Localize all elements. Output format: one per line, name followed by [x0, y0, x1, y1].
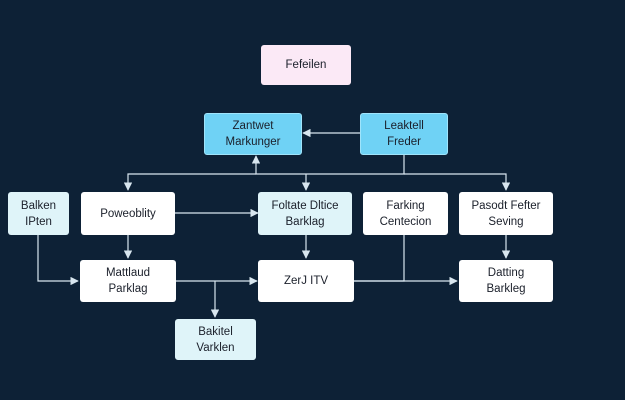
node-label: Barklag: [285, 215, 325, 228]
node-label: Seving: [488, 215, 524, 228]
edge-balken-mattlaud: [37, 235, 79, 286]
edge-leaktell-bus: [251, 155, 405, 175]
node-farking: Farking Centecion: [363, 192, 448, 235]
node-label: Leaktell: [384, 120, 424, 132]
node-poweoblity: Poweoblity: [81, 192, 175, 235]
node-label: Fefeilen: [285, 59, 327, 71]
edge-bus-poweoblity: [123, 173, 256, 191]
node-label: Barkleg: [486, 283, 526, 295]
node-label: Pasodt Fefter: [471, 199, 541, 212]
node-foltate: Foltate Dltice Barklag: [258, 192, 352, 235]
node-label: Centecion: [379, 215, 432, 228]
node-bakitel: Bakitel Varklen: [175, 319, 256, 360]
node-label: Balken: [20, 199, 57, 212]
node-label: IPten: [25, 215, 52, 228]
node-label: Parklag: [108, 283, 148, 295]
node-label: Bakitel: [198, 325, 233, 338]
node-fefeilen: Fefeilen: [261, 45, 351, 85]
node-zantwet: Zantwet Markunger: [204, 113, 302, 155]
node-label: ZerJ ITV: [283, 275, 329, 287]
node-label: Mattlaud: [105, 267, 151, 279]
node-label: Zantwet: [232, 120, 274, 132]
node-leaktell: Leaktell Freder: [360, 113, 448, 155]
edge-farking-zerjitv: [354, 235, 405, 282]
node-label: Poweoblity: [100, 207, 156, 220]
node-label: Datting: [487, 267, 525, 279]
node-zerjitv: ZerJ ITV: [258, 260, 354, 302]
node-balken: Balken IPten: [8, 192, 69, 235]
edge-bus-pasodt: [404, 173, 511, 191]
node-label: Foltate Dltice: [271, 199, 339, 212]
node-mattlaud: Mattlaud Parklag: [80, 260, 176, 302]
node-label: Varklen: [196, 341, 235, 354]
node-label: Freder: [387, 136, 421, 148]
node-label: Farking: [386, 199, 425, 212]
node-datting: Datting Barkleg: [459, 260, 553, 302]
node-pasodt: Pasodt Fefter Seving: [459, 192, 553, 235]
node-label: Markunger: [225, 136, 281, 148]
